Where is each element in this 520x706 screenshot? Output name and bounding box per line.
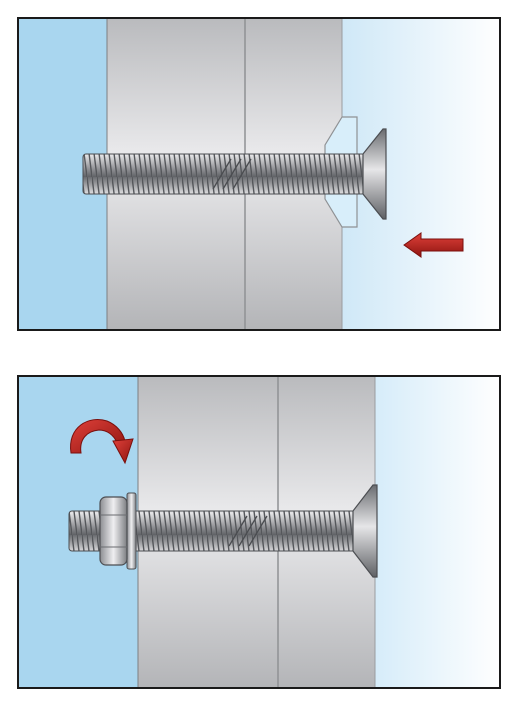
step-insert-panel xyxy=(17,17,501,331)
tighten-illustration xyxy=(17,375,501,689)
step-tighten-panel xyxy=(17,375,501,689)
bolt-head xyxy=(362,128,387,220)
nut xyxy=(99,496,128,566)
shank-hatch xyxy=(212,158,252,190)
push-arrow-icon xyxy=(403,232,464,258)
washer xyxy=(126,492,137,570)
bolt-head xyxy=(352,484,378,578)
rotate-arrow-icon xyxy=(70,419,134,465)
insert-illustration xyxy=(17,17,501,331)
panel-frame xyxy=(17,17,501,331)
panel-frame xyxy=(17,375,501,689)
wall-right xyxy=(375,375,501,689)
shank-hatch xyxy=(228,515,268,547)
